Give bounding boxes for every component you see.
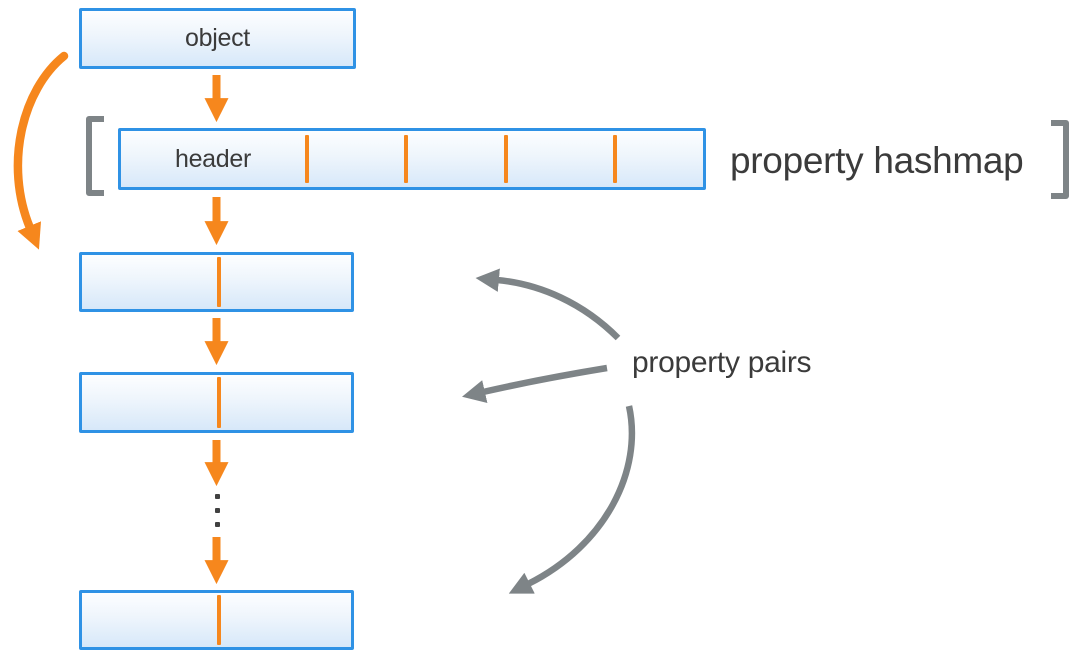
property-pair-box-1	[79, 252, 354, 312]
ellipsis-dot	[215, 494, 220, 499]
pair-cell-divider	[217, 257, 221, 307]
pairs-annotation-label: property pairs	[632, 346, 812, 379]
ellipsis-dot	[215, 508, 220, 513]
hashmap-annotation-label: property hashmap	[730, 140, 1024, 181]
hashmap-header-label: header	[174, 144, 252, 173]
hashmap-cell-divider	[305, 135, 309, 183]
pair-cell-divider	[217, 595, 221, 645]
object-to-pair1-curved-arrow	[13, 51, 69, 250]
hashmap-cell-divider	[504, 135, 508, 183]
hashmap-cell-divider	[404, 135, 408, 183]
ellipsis-dot	[215, 522, 220, 527]
object-box-label: object	[185, 24, 250, 52]
pair-cell-divider	[217, 377, 221, 428]
hashmap-bracket-left	[86, 116, 104, 196]
hashmap-cell-divider	[613, 135, 617, 183]
pairs-annotation-arrow-top	[475, 268, 621, 341]
pairs-annotation-arrow-middle	[462, 364, 608, 403]
property-pair-box-2	[79, 372, 354, 433]
hashmap-header-box: header	[118, 128, 706, 190]
property-pair-box-3	[79, 590, 354, 650]
ellipsis-dots	[215, 494, 220, 527]
hashmap-bracket-right	[1051, 120, 1069, 199]
pairs-annotation-arrow-bottom	[508, 405, 636, 594]
object-box: object	[79, 8, 356, 69]
